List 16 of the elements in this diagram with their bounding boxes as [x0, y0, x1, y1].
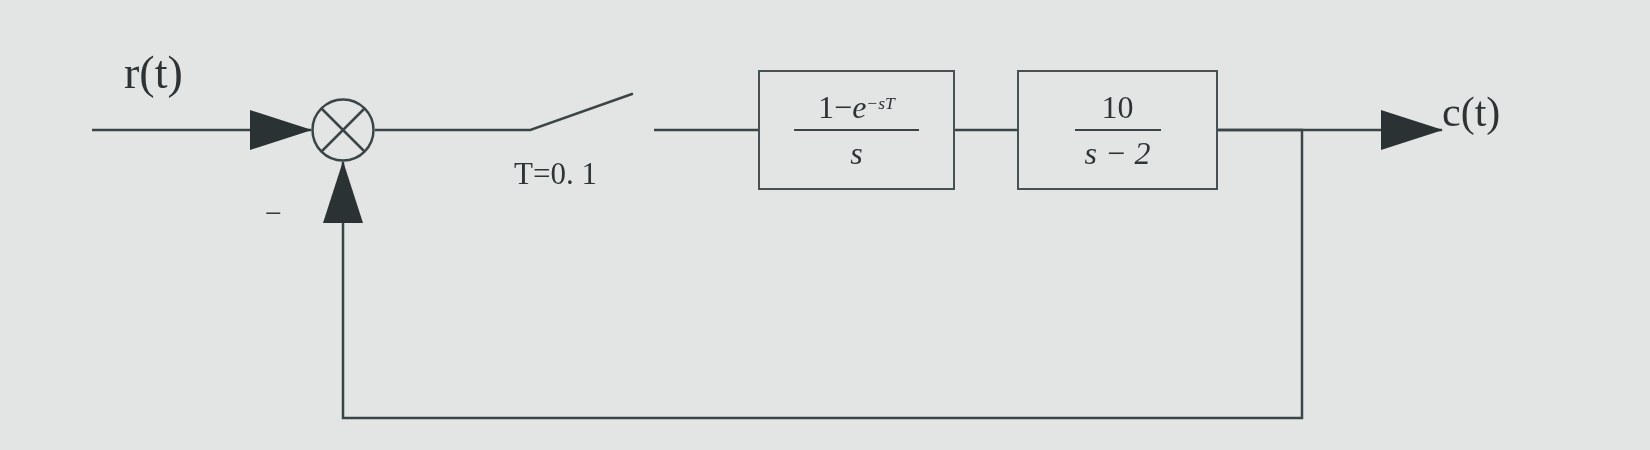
connector-line: [375, 128, 530, 132]
transfer-function-block: [758, 70, 955, 190]
fraction-numerator: 1−e$^{−sT}$: [818, 91, 895, 123]
connector-line: [654, 128, 758, 132]
arrow: [92, 110, 312, 150]
sampling-period-label: T=0. 1: [514, 158, 597, 189]
signal-label: r(t): [124, 50, 183, 96]
signal-label: c(t): [1442, 91, 1532, 137]
summing-junction: [311, 98, 375, 162]
fraction-denominator: s − 2: [1084, 137, 1151, 169]
sign-label: −: [265, 198, 282, 228]
connector-line: [955, 128, 1017, 132]
arrow: [323, 128, 1304, 420]
transfer-function-block: [1017, 70, 1218, 190]
fraction-numerator: 10: [1101, 91, 1134, 123]
fraction-denominator: s: [850, 137, 863, 169]
